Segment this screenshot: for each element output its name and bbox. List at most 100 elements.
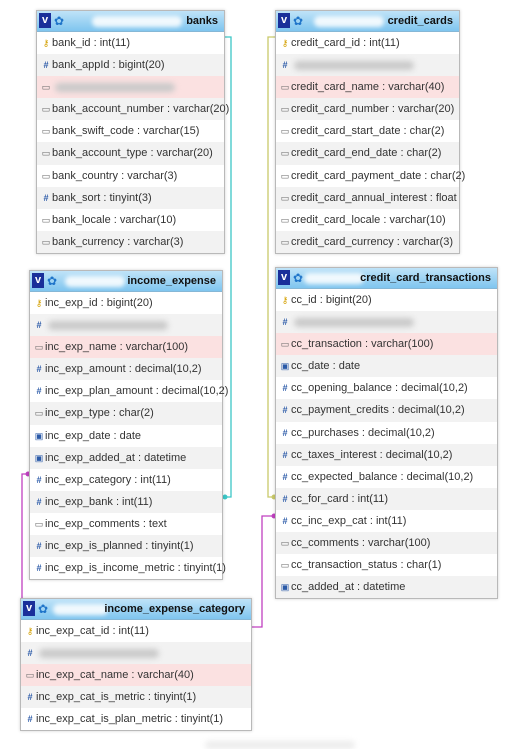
column-label: credit_card_annual_interest : float <box>291 191 457 204</box>
column-row[interactable]: ⚷credit_card_id : int(11) <box>276 32 459 54</box>
column-row[interactable]: #cc_inc_exp_cat : int(11) <box>276 510 497 532</box>
column-row[interactable]: ▭inc_exp_type : char(2) <box>30 402 222 425</box>
column-label: credit_card_end_date : char(2) <box>291 147 442 160</box>
column-row[interactable]: #cc_payment_credits : decimal(10,2) <box>276 399 497 422</box>
column-row[interactable]: ▭cc_comments : varchar(100) <box>276 532 497 555</box>
gear-icon[interactable]: ✿ <box>293 271 304 285</box>
column-row[interactable]: ▭credit_card_payment_date : char(2) <box>276 165 466 187</box>
toggle-button[interactable]: v <box>23 601 35 616</box>
column-row[interactable]: # <box>21 642 251 665</box>
gear-icon[interactable]: ✿ <box>47 274 58 288</box>
column-row[interactable]: # <box>276 311 497 334</box>
column-row[interactable]: ▣inc_exp_date : date <box>30 425 222 447</box>
column-row[interactable]: ▭credit_card_annual_interest : float <box>276 186 459 209</box>
column-row[interactable]: ▣inc_exp_added_at : datetime <box>30 446 222 469</box>
table-header[interactable]: v ✿ income_expense <box>30 271 222 292</box>
column-row[interactable]: ▭credit_card_start_date : char(2) <box>276 120 459 142</box>
column-row[interactable]: #cc_opening_balance : decimal(10,2) <box>276 377 497 399</box>
column-row[interactable]: ⚷bank_id : int(11) <box>37 32 224 54</box>
column-row[interactable]: #inc_exp_is_planned : tinyint(1) <box>30 535 222 558</box>
column-label: bank_country : varchar(3) <box>52 169 178 182</box>
redacted-prefix <box>314 16 384 27</box>
table-header[interactable]: v ✿ credit_card_transactions <box>276 268 497 289</box>
numeric-column-icon: # <box>36 496 42 507</box>
column-row[interactable]: ▭bank_account_type : varchar(20) <box>37 142 224 165</box>
column-row[interactable]: ▭bank_swift_code : varchar(15) <box>37 120 224 142</box>
primary-key-icon: ⚷ <box>281 295 289 305</box>
column-row[interactable]: #inc_exp_cat_is_metric : tinyint(1) <box>21 686 251 709</box>
column-row[interactable]: ▭inc_exp_name : varchar(100) <box>30 336 222 359</box>
column-row[interactable]: ⚷inc_exp_id : bigint(20) <box>30 292 222 314</box>
column-row[interactable]: ▭cc_transaction_status : char(1) <box>276 554 497 576</box>
column-row[interactable]: ▭credit_card_locale : varchar(10) <box>276 209 459 231</box>
redacted-prefix <box>53 604 108 615</box>
column-row[interactable]: #bank_sort : tinyint(3) <box>37 186 224 209</box>
column-row[interactable]: #cc_taxes_interest : decimal(10,2) <box>276 443 497 466</box>
column-row[interactable]: ▭bank_account_number : varchar(20) <box>37 98 229 121</box>
column-row[interactable]: ▭bank_country : varchar(3) <box>37 165 224 187</box>
column-row[interactable]: ▭inc_exp_cat_name : varchar(40) <box>21 664 251 687</box>
table-credit-card-transactions[interactable]: v ✿ credit_card_transactions ⚷cc_id : bi… <box>275 267 498 600</box>
column-label: credit_card_start_date : char(2) <box>291 125 445 138</box>
column-row[interactable]: ▭inc_exp_comments : text <box>30 513 222 535</box>
column-row[interactable]: ▭credit_card_number : varchar(20) <box>276 98 459 121</box>
column-row[interactable]: ▭cc_transaction : varchar(100) <box>276 333 497 356</box>
table-header[interactable]: v ✿ income_expense_category <box>21 599 251 620</box>
table-income-expense[interactable]: v ✿ income_expense ⚷inc_exp_id : bigint(… <box>29 270 228 581</box>
column-row[interactable]: #inc_exp_plan_amount : decimal(10,2) <box>30 380 228 402</box>
column-row[interactable]: ▣cc_date : date <box>276 355 497 378</box>
column-row[interactable]: #inc_exp_is_income_metric : tinyint(1) <box>30 557 225 579</box>
toggle-button[interactable]: v <box>39 13 51 28</box>
table-header[interactable]: v ✿ banks <box>37 11 224 32</box>
column-label: cc_taxes_interest : decimal(10,2) <box>291 448 453 461</box>
numeric-column-icon: # <box>282 471 288 482</box>
column-row[interactable]: #cc_expected_balance : decimal(10,2) <box>276 466 497 488</box>
numeric-column-icon: # <box>43 192 49 203</box>
column-row[interactable]: ▭credit_card_end_date : char(2) <box>276 142 459 165</box>
column-row[interactable]: ⚷inc_exp_cat_id : int(11) <box>21 620 251 642</box>
numeric-column-icon: # <box>282 383 288 394</box>
date-column-icon: ▣ <box>34 452 44 463</box>
column-row[interactable]: ▭bank_locale : varchar(10) <box>37 209 224 231</box>
text-column-icon: ▭ <box>280 560 290 571</box>
column-label: cc_date : date <box>291 360 361 373</box>
table-header[interactable]: v ✿ credit_cards <box>276 11 459 32</box>
toggle-button[interactable]: v <box>32 273 44 288</box>
column-row[interactable]: #inc_exp_amount : decimal(10,2) <box>30 358 222 381</box>
column-row[interactable]: #cc_for_card : int(11) <box>276 487 497 510</box>
gear-icon[interactable]: ✿ <box>38 602 49 616</box>
redacted-prefix <box>65 276 125 287</box>
text-column-icon: ▭ <box>34 342 44 353</box>
column-label: credit_card_locale : varchar(10) <box>291 213 446 226</box>
column-label: inc_exp_name : varchar(100) <box>45 341 189 354</box>
column-label: inc_exp_amount : decimal(10,2) <box>45 363 202 376</box>
column-row[interactable]: # <box>276 54 459 77</box>
column-row[interactable]: ▣cc_added_at : datetime <box>276 576 497 599</box>
column-row[interactable]: #inc_exp_category : int(11) <box>30 469 222 491</box>
table-banks[interactable]: v ✿ banks ⚷bank_id : int(11)#bank_appId … <box>36 10 229 254</box>
column-row[interactable]: ▭credit_card_currency : varchar(3) <box>276 230 459 253</box>
column-row[interactable]: #inc_exp_bank : int(11) <box>30 490 222 513</box>
table-credit-cards[interactable]: v ✿ credit_cards ⚷credit_card_id : int(1… <box>275 10 466 254</box>
column-label: inc_exp_added_at : datetime <box>45 451 187 464</box>
numeric-column-icon: # <box>36 541 42 552</box>
column-row[interactable]: ▭credit_card_name : varchar(40) <box>276 76 459 99</box>
text-column-icon: ▭ <box>280 170 290 181</box>
column-row[interactable]: ⚷cc_id : bigint(20) <box>276 289 497 311</box>
column-label: bank_currency : varchar(3) <box>52 235 184 248</box>
gear-icon[interactable]: ✿ <box>293 14 304 28</box>
gear-icon[interactable]: ✿ <box>54 14 65 28</box>
column-row[interactable]: ▭bank_currency : varchar(3) <box>37 230 224 253</box>
toggle-button[interactable]: v <box>278 13 290 28</box>
column-row[interactable]: # <box>30 314 222 337</box>
column-label: bank_appId : bigint(20) <box>52 59 165 72</box>
primary-key-icon: ⚷ <box>35 298 43 308</box>
column-row[interactable]: ▭ <box>37 76 224 99</box>
toggle-button[interactable]: v <box>278 270 290 285</box>
column-row[interactable]: #bank_appId : bigint(20) <box>37 54 224 77</box>
table-income-expense-category[interactable]: v ✿ income_expense_category ⚷inc_exp_cat… <box>20 598 252 732</box>
table-title: credit_card_transactions <box>360 272 491 284</box>
redacted-column <box>39 649 159 659</box>
column-row[interactable]: #cc_purchases : decimal(10,2) <box>276 422 497 444</box>
column-row[interactable]: #inc_exp_cat_is_plan_metric : tinyint(1) <box>21 708 251 730</box>
